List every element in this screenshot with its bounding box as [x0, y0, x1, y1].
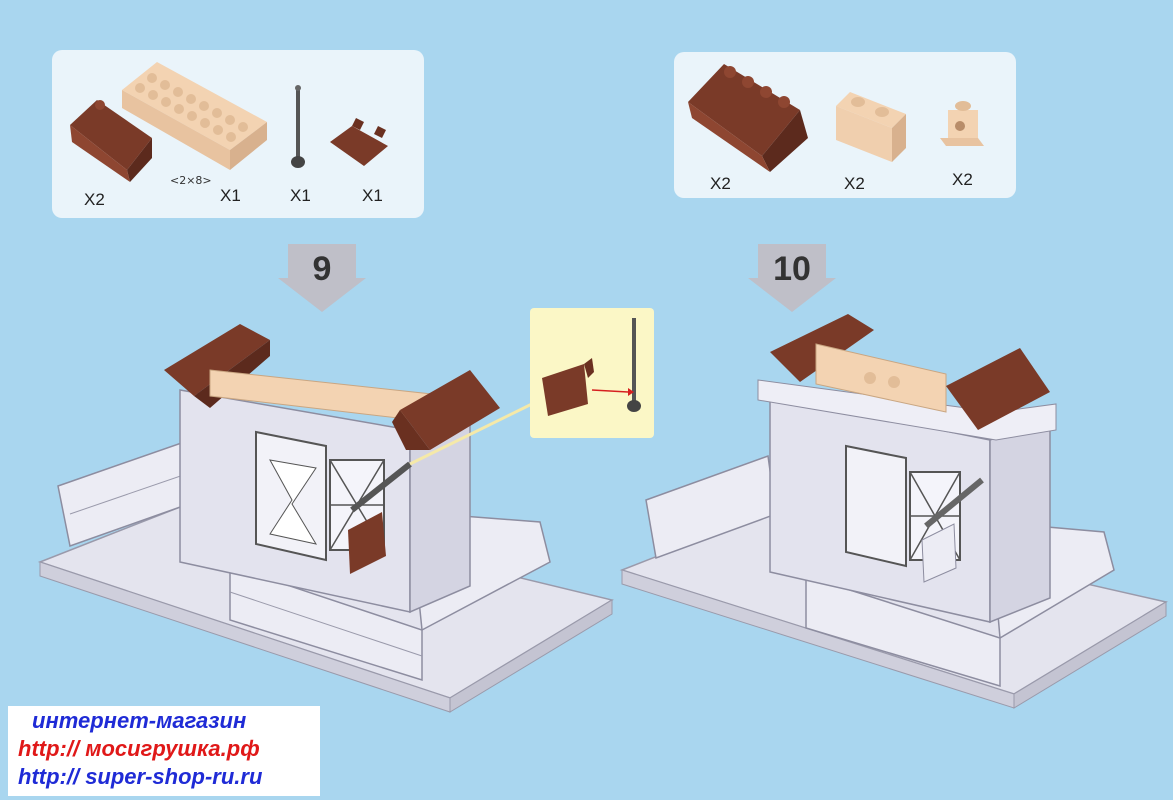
parts-panel-step-10: X2 X2 X2 — [674, 52, 1016, 198]
brown-flag-plate-icon — [330, 118, 388, 166]
qty-label: X2 — [952, 170, 973, 189]
watermark-link-super-shop[interactable]: http:// super-shop-ru.ru — [18, 764, 263, 789]
qty-label: X1 — [290, 186, 311, 205]
sub-assembly-callout — [530, 308, 654, 438]
step-arrow-9 — [278, 244, 366, 312]
qty-label: X1 — [220, 186, 241, 205]
model-step-9 — [37, 324, 614, 713]
qty-label: X2 — [844, 174, 865, 193]
store-watermark: интернет-магазин http:// мосигрушка.рф h… — [8, 706, 320, 796]
step-arrow-10 — [748, 244, 836, 312]
dimension-label: <2×8> — [170, 174, 212, 187]
tan-brick-1x2-icon — [836, 92, 906, 162]
step-number-9: 9 — [312, 250, 332, 288]
brown-slope-brick-icon — [70, 100, 152, 182]
parts-illustrations-step-10 — [688, 64, 984, 172]
qty-label: X1 — [362, 186, 383, 205]
parts-illustrations-step-9 — [70, 62, 388, 182]
grey-antenna-bar-icon — [291, 85, 305, 168]
tan-headlight-brick-icon — [940, 101, 984, 146]
parts-panel-step-9: X2 <2×8> X1 X1 X1 — [52, 50, 424, 218]
flag-antenna-assembly-illustration — [542, 318, 641, 416]
brown-slope-brick-icon — [688, 64, 808, 172]
watermark-line-store: интернет-магазин — [32, 708, 247, 733]
watermark-link-ru[interactable]: http:// мосигрушка.рф — [18, 736, 260, 761]
step-number-10: 10 — [773, 250, 811, 288]
qty-label: X2 — [84, 190, 105, 209]
tan-plate-2x8-icon — [122, 62, 267, 170]
model-step-10 — [619, 314, 1168, 709]
qty-label: X2 — [710, 174, 731, 193]
